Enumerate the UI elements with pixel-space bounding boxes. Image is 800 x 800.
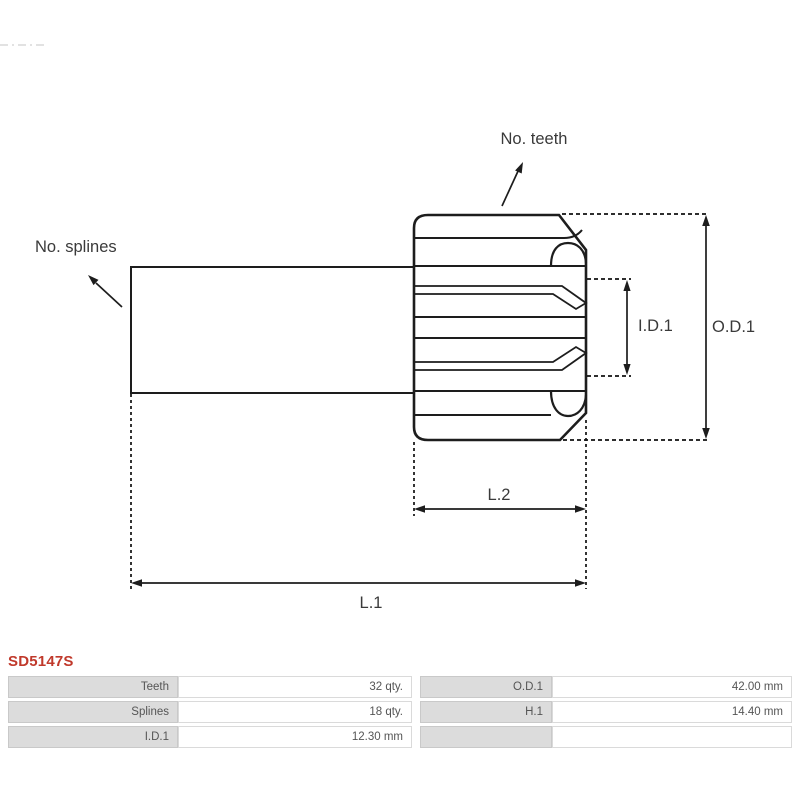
- tooth-line: [414, 229, 583, 239]
- l1-label: L.1: [360, 594, 383, 612]
- l2-label: L.2: [488, 486, 511, 504]
- spec-value-h1: 14.40 mm: [552, 701, 792, 723]
- tooth-chevron-lower: [414, 345, 588, 371]
- spec-label-empty: [420, 726, 552, 748]
- dimension-od1: O.D.1: [702, 215, 755, 439]
- no-teeth-label: No. teeth: [501, 130, 568, 148]
- tooth-chevron-upper: [414, 285, 588, 311]
- spec-value-od1: 42.00 mm: [552, 676, 792, 698]
- spec-label-teeth: Teeth: [8, 676, 178, 698]
- dimension-id1: I.D.1: [623, 280, 673, 375]
- dimension-l1: L.1: [131, 579, 586, 612]
- callout-no-teeth: No. teeth: [501, 130, 568, 207]
- spec-label-od1: O.D.1: [420, 676, 552, 698]
- id1-label: I.D.1: [638, 317, 673, 335]
- spec-label-splines: Splines: [8, 701, 178, 723]
- spec-label-id1: I.D.1: [8, 726, 178, 748]
- arrowhead-right-icon: [575, 579, 586, 587]
- spec-value-splines: 18 qty.: [178, 701, 412, 723]
- tooth-end-arcs: [549, 241, 588, 418]
- arrowhead-down-icon: [702, 428, 710, 439]
- tooth-end-arc-bottom: [549, 390, 588, 418]
- gear-outline: [412, 213, 588, 442]
- arrowhead-icon: [88, 275, 99, 286]
- arrowhead-right-icon: [575, 505, 586, 513]
- leader-line: [95, 282, 123, 308]
- extension-lines: [130, 213, 708, 589]
- tooth-end-arc-top: [549, 241, 588, 267]
- arrowhead-icon: [515, 162, 523, 174]
- spec-value-id1: 12.30 mm: [178, 726, 412, 748]
- arrowhead-up-icon: [702, 215, 710, 226]
- spec-table: Teeth 32 qty. O.D.1 42.00 mm Splines 18 …: [8, 676, 792, 748]
- part-number-link[interactable]: SD5147S: [8, 653, 74, 670]
- arrowhead-up-icon: [623, 280, 631, 291]
- arrowhead-down-icon: [623, 364, 631, 375]
- column-gutter: [412, 726, 420, 748]
- dimension-l2: L.2: [414, 486, 586, 513]
- tooth-chevrons: [414, 285, 588, 371]
- shaft-outline: [130, 266, 413, 394]
- spec-label-h1: H.1: [420, 701, 552, 723]
- column-gutter: [412, 701, 420, 723]
- arrowhead-left-icon: [131, 579, 142, 587]
- spec-value-empty: [552, 726, 792, 748]
- leader-line: [501, 168, 520, 207]
- callout-no-splines: No. splines: [35, 238, 123, 308]
- arrowhead-left-icon: [414, 505, 425, 513]
- gear-tooth-lines: [414, 229, 586, 416]
- pinion-technical-drawing: O.D.1 I.D.1 L.2 L.1 No. teeth: [0, 44, 755, 612]
- no-splines-label: No. splines: [35, 238, 117, 256]
- od1-label: O.D.1: [712, 318, 755, 336]
- spec-value-teeth: 32 qty.: [178, 676, 412, 698]
- column-gutter: [412, 676, 420, 698]
